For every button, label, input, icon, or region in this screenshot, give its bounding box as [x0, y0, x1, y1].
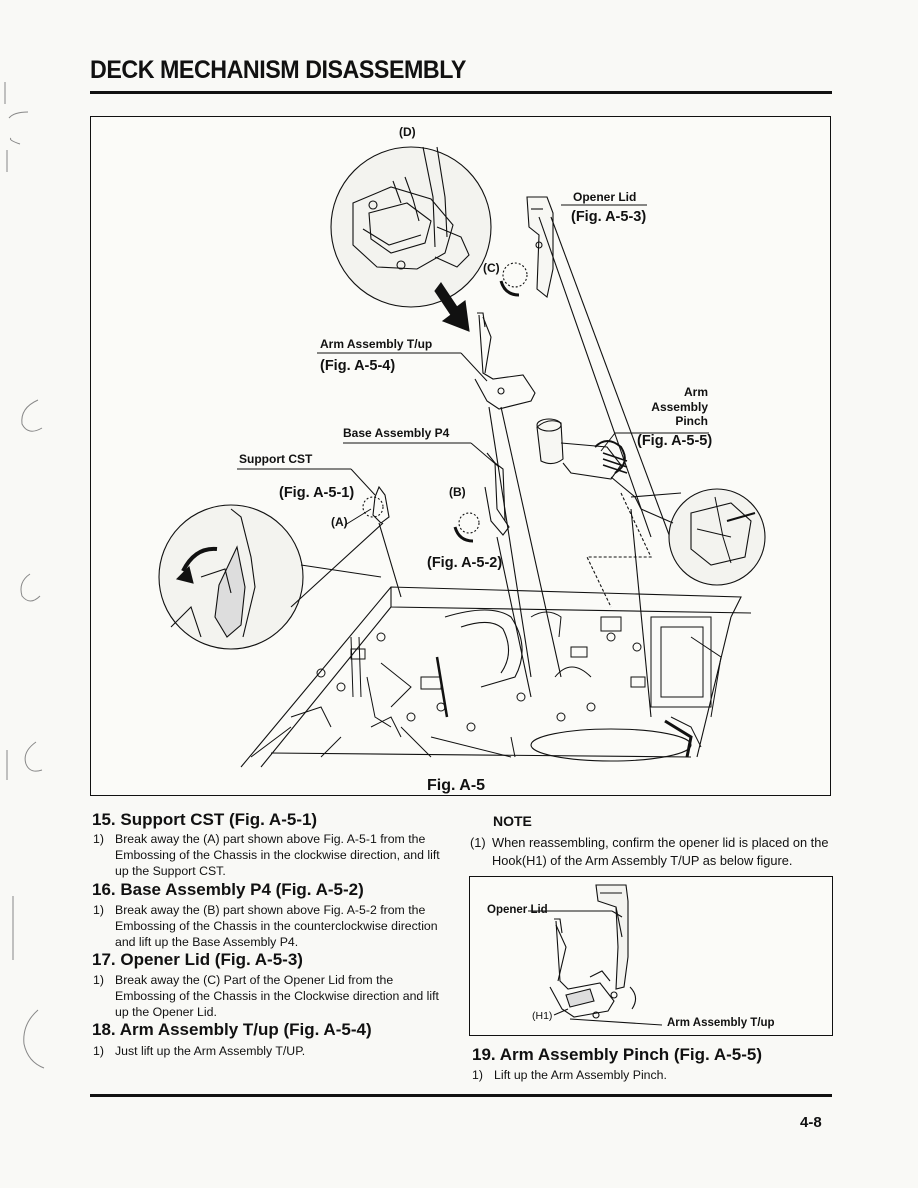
- footer-rule: [90, 1094, 832, 1097]
- label-arm-tup: Arm Assembly T/up: [320, 337, 433, 351]
- label-b: (B): [449, 485, 466, 499]
- step-text: Just lift up the Arm Assembly T/UP.: [115, 1044, 306, 1058]
- label-d: (D): [399, 125, 416, 139]
- label-base-p4-ref: (Fig. A-5-2): [427, 555, 503, 571]
- section-18-step-1: 1) Just lift up the Arm Assembly T/UP.: [93, 1043, 453, 1059]
- note-illustration: [528, 884, 663, 1026]
- label-arm-pinch-2: Assembly: [651, 400, 708, 414]
- label-opener-lid: Opener Lid: [573, 190, 637, 204]
- header-rule: [90, 91, 832, 94]
- section-18-title: 18. Arm Assembly T/up (Fig. A-5-4): [92, 1020, 372, 1039]
- note-number: (1): [470, 835, 486, 850]
- mechanism-illustration: [158, 146, 766, 768]
- note-label-opener-lid: Opener Lid: [487, 904, 548, 916]
- step-text: Break away the (A) part shown above Fig.…: [115, 832, 440, 878]
- label-arm-pinch-3: Pinch: [675, 414, 708, 428]
- page-number: 4-8: [800, 1114, 822, 1131]
- note-text: When reassembling, confirm the opener li…: [492, 835, 829, 868]
- step-number: 1): [93, 832, 104, 846]
- label-support-cst: Support CST: [239, 452, 313, 466]
- step-number: 1): [472, 1068, 483, 1082]
- label-arm-pinch-ref: (Fig. A-5-5): [637, 433, 713, 449]
- margin-marks: [4, 82, 45, 1069]
- label-base-p4: Base Assembly P4: [343, 426, 450, 440]
- step-text: Break away the (B) part shown above Fig.…: [115, 903, 438, 949]
- section-16-title: 16. Base Assembly P4 (Fig. A-5-2): [92, 880, 364, 899]
- step-number: 1): [93, 1044, 104, 1058]
- note-label-arm-tup: Arm Assembly T/up: [667, 1017, 775, 1029]
- note-title: NOTE: [493, 813, 532, 829]
- step-text: Break away the (C) Part of the Opener Li…: [115, 973, 439, 1019]
- figure-caption: Fig. A-5: [427, 777, 486, 794]
- step-text: Lift up the Arm Assembly Pinch.: [494, 1068, 667, 1082]
- label-support-cst-ref: (Fig. A-5-1): [279, 485, 355, 501]
- note-figure: Opener Lid (H1) Arm Assembly T/up: [469, 876, 833, 1036]
- section-17-step-1: 1) Break away the (C) Part of the Opener…: [93, 972, 453, 1020]
- section-17-title: 17. Opener Lid (Fig. A-5-3): [92, 950, 303, 969]
- label-opener-lid-ref: (Fig. A-5-3): [571, 209, 647, 225]
- label-c: (C): [483, 261, 500, 275]
- step-number: 1): [93, 973, 104, 987]
- label-arm-pinch-1: Arm: [684, 385, 709, 399]
- figure-a-5: (D) Opener Lid (Fig. A-5-3) (C) Arm Asse…: [90, 116, 831, 796]
- section-16-step-1: 1) Break away the (B) part shown above F…: [93, 902, 453, 950]
- section-19-title: 19. Arm Assembly Pinch (Fig. A-5-5): [472, 1045, 763, 1064]
- label-arm-tup-ref: (Fig. A-5-4): [320, 358, 396, 374]
- section-15-title: 15. Support CST (Fig. A-5-1): [92, 810, 318, 829]
- step-number: 1): [93, 903, 104, 917]
- page-title: DECK MECHANISM DISASSEMBLY: [90, 56, 466, 84]
- note-item: (1) When reassembling, confirm the opene…: [470, 834, 834, 870]
- label-a: (A): [331, 515, 348, 529]
- section-15-step-1: 1) Break away the (A) part shown above F…: [93, 831, 453, 879]
- note-label-h1: (H1): [532, 1010, 553, 1022]
- section-19-step-1: 1) Lift up the Arm Assembly Pinch.: [472, 1067, 832, 1083]
